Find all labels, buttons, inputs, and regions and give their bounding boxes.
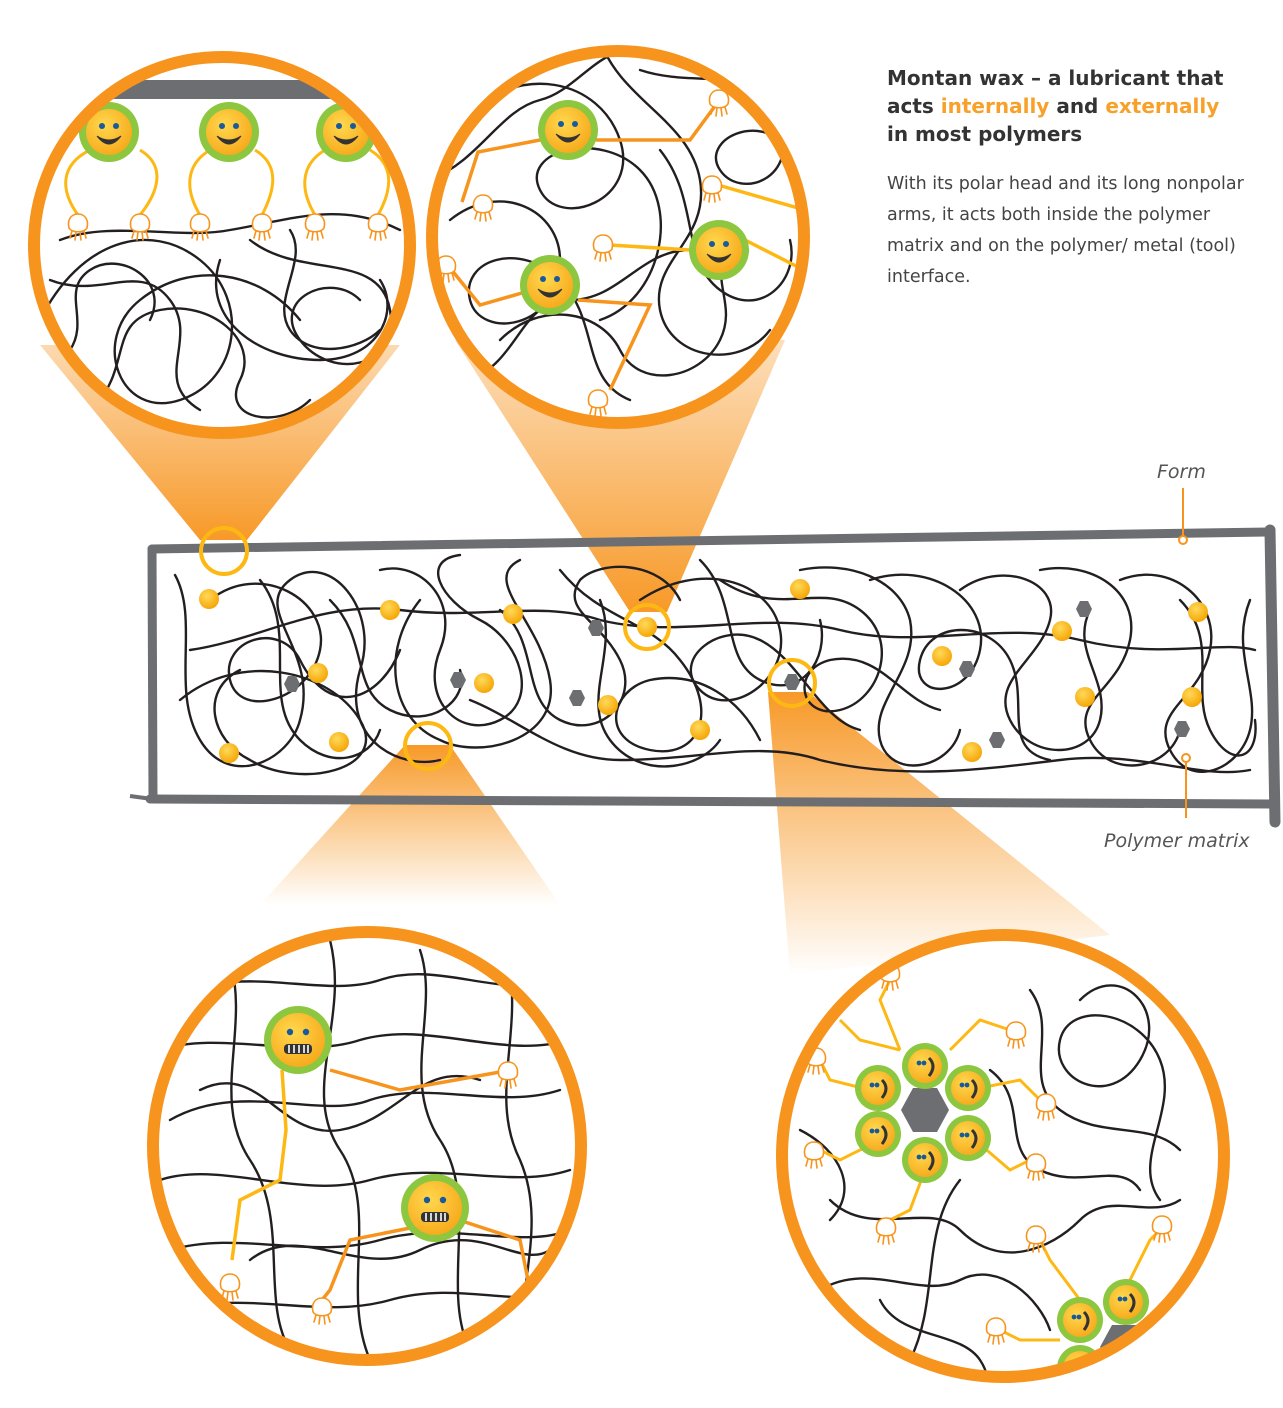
title-end: in most polymers [887, 122, 1082, 146]
grimace-face-icon [264, 1006, 332, 1074]
magnifier-bottom-left [153, 932, 581, 1360]
caption-title: Montan wax – a lubricant that acts inter… [887, 64, 1247, 148]
smiley-face-icon [520, 255, 580, 315]
title-internally: internally [941, 94, 1050, 118]
caption-description: With its polar head and its long nonpola… [887, 169, 1247, 293]
grimace-face-icon [401, 1174, 469, 1242]
beam-bottom-left [260, 745, 560, 905]
matrix-lubricant-particles [199, 579, 1208, 763]
polymer-matrix-label: Polymer matrix [1104, 830, 1250, 852]
title-externally: externally [1105, 94, 1219, 118]
caption-block: Montan wax – a lubricant that acts inter… [887, 64, 1247, 293]
smiley-face-icon [689, 220, 749, 280]
form-label: Form [1157, 461, 1206, 483]
smiley-face-icon [199, 102, 259, 162]
title-and: and [1049, 94, 1105, 118]
beam-bottom-right [768, 692, 1110, 975]
magnifier-bottom-right [782, 935, 1224, 1408]
smiley-face-icon [538, 100, 598, 160]
magnifier-top-right [430, 40, 805, 423]
